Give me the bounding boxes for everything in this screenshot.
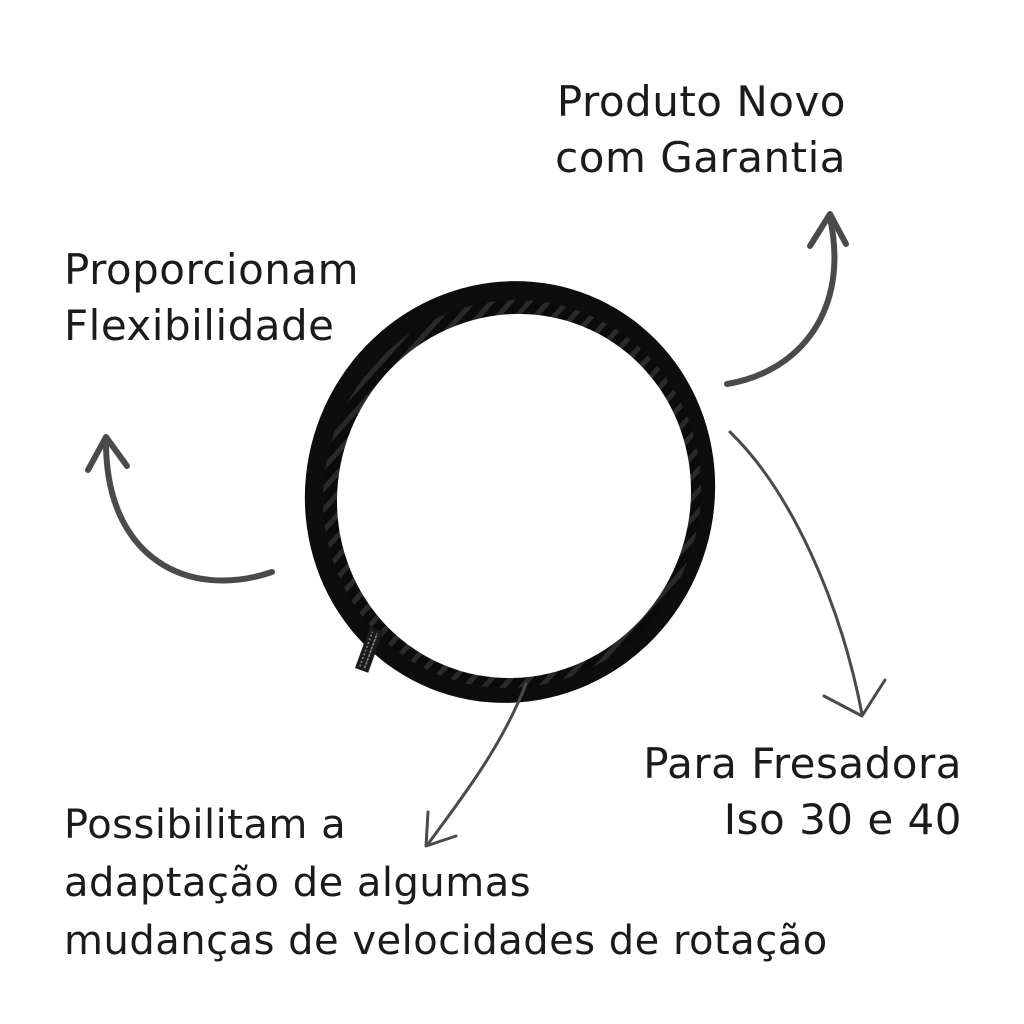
arrow-bottom-right: [728, 430, 887, 718]
callout-line: Iso 30 e 40: [723, 795, 962, 844]
callout-speed-adaptation: Possibilitam a adaptação de algumas muda…: [64, 796, 828, 970]
callout-line: Proporcionam: [64, 245, 360, 294]
callout-line: Para Fresadora: [643, 739, 962, 788]
arrow-top-left: [85, 434, 275, 584]
callout-line: com Garantia: [555, 133, 846, 182]
callout-line: Flexibilidade: [64, 301, 335, 350]
callout-flexibility: Proporcionam Flexibilidade: [64, 242, 359, 354]
callout-line: mudanças de velocidades de rotação: [64, 918, 828, 964]
callout-line: Possibilitam a: [64, 802, 347, 848]
callout-new-product-warranty: Produto Novo com Garantia: [555, 74, 846, 186]
callout-line: Produto Novo: [556, 77, 846, 126]
callout-line: adaptação de algumas: [64, 860, 532, 906]
arrow-bottom-left: [424, 682, 528, 848]
belt-marking: [355, 626, 384, 673]
callout-milling-machine: Para Fresadora Iso 30 e 40: [643, 736, 962, 848]
arrow-top-right: [724, 211, 849, 387]
timing-belt-image: [304, 281, 716, 703]
